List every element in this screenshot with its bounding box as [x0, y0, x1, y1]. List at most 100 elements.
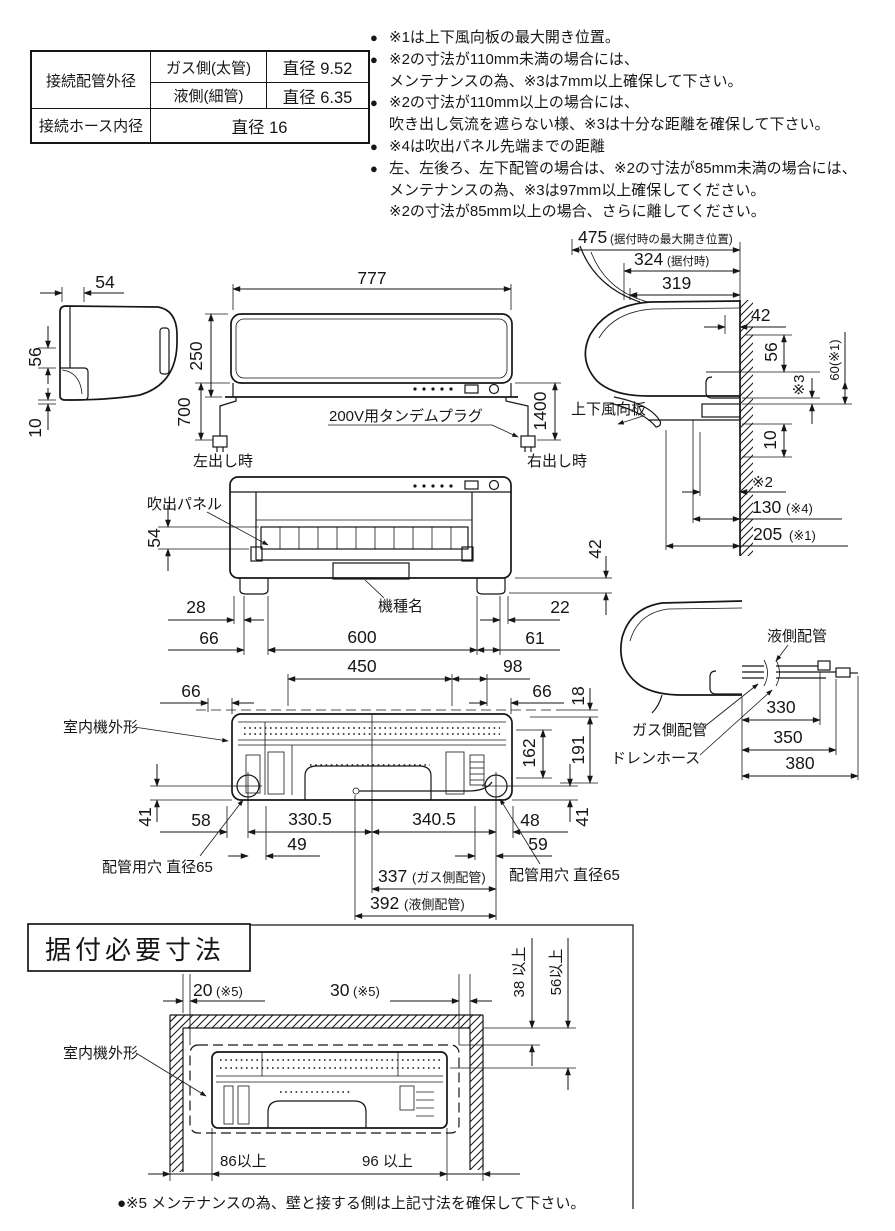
- note-line: ● ※2の寸法が110mm以上の場合には、: [370, 92, 857, 114]
- dim-30-note: (※5): [353, 984, 380, 999]
- note-line: 吹き出し気流を遮らない様、※3は十分な距離を確保して下さい。: [370, 114, 857, 136]
- dim-162: 162: [519, 738, 539, 767]
- label-vane: 上下風向板: [571, 400, 646, 418]
- install-note: ●※5 メンテナンスの為、壁と接する側は上記寸法を確保して下さい。: [117, 1195, 585, 1212]
- dim-205-note: (※1): [789, 528, 816, 543]
- cord-right: [505, 397, 529, 436]
- dim-324-note: (据付時): [667, 254, 709, 268]
- dim-96min: 96 以上: [362, 1153, 413, 1170]
- note-line: ●※4は吹出パネル先端までの距離: [370, 136, 857, 158]
- dim-42: 42: [585, 539, 605, 558]
- note-text: ※2の寸法が85mm以上の場合、さらに離してください。: [389, 203, 766, 221]
- spec-liquid-value: 直径 6.35: [266, 82, 368, 108]
- pipe-fitting: [817, 660, 831, 671]
- label-gas-pipe: ガス側配管: [632, 722, 707, 739]
- dim-324: 324: [634, 249, 663, 269]
- dims-plan: 450 98 66 66 18: [102, 656, 620, 920]
- label-pipe-hole-left: 配管用穴 直径65: [102, 859, 213, 876]
- view-piping: 液側配管 ガス側配管 ドレンホース 330 350 380: [611, 600, 859, 780]
- dim-98: 98: [503, 656, 522, 676]
- dim-337: 337: [378, 866, 407, 886]
- drain-fitting: [352, 787, 360, 795]
- dim-38min: 38 以上: [511, 947, 528, 998]
- dim-700: 700: [174, 397, 194, 426]
- label-model-name: 機種名: [378, 598, 423, 615]
- power-icon: [488, 383, 500, 395]
- pipes: [742, 659, 858, 687]
- dim-475: 475: [578, 227, 607, 247]
- dim-56min: 56以上: [548, 949, 565, 996]
- wall-hook: [60, 367, 89, 401]
- wall-hatch: [740, 300, 753, 556]
- note-text: 左、左後ろ、左下配管の場合は、※2の寸法が85mm未満の場合には、: [389, 159, 857, 177]
- dim-54: 54: [95, 272, 115, 292]
- note-text: ※4は吹出パネル先端までの距離: [389, 137, 605, 155]
- view-plan: 室内機外形 450 98 66 66: [63, 656, 620, 920]
- dim-note2: ※2: [752, 474, 773, 491]
- notes-list: ● ※1は上下風向板の最大開き位置。 ●※2の寸法が110mm未満の場合には、 メ…: [370, 27, 857, 223]
- view-side-left: 54 56 10: [25, 272, 178, 438]
- wall-left-hatch: [170, 1015, 183, 1172]
- dims-front-open: 54 42 28 22: [144, 505, 612, 655]
- ceiling-hatch: [170, 1015, 483, 1028]
- switch-icon: [464, 384, 479, 394]
- unit-piping-outline: [620, 600, 743, 696]
- section-install: 据付必要寸法: [27, 923, 634, 1212]
- note-text: メンテナンスの為、※3は7mm以上確保して下さい。: [389, 72, 743, 90]
- note-line: ●※2の寸法が110mm未満の場合には、: [370, 49, 857, 71]
- dim-86min: 86以上: [220, 1153, 267, 1170]
- dim-54: 54: [144, 528, 164, 548]
- view-side-right: 475 (据付時の最大開き位置) 324 (据付時) 319 42 56: [571, 227, 852, 556]
- bullet-icon: ●: [370, 95, 378, 111]
- dim-22: 22: [550, 597, 569, 617]
- install-title-box: [27, 923, 251, 972]
- bullet-icon: ●: [370, 160, 378, 176]
- dim-10: 10: [25, 418, 45, 438]
- dim-20: 20: [193, 980, 213, 1000]
- indicator-lights: [413, 383, 500, 395]
- spec-hose-label: 接続ホース内径: [32, 108, 150, 142]
- cord-left: [219, 397, 237, 436]
- dim-475-note: (据付時の最大開き位置): [610, 232, 733, 246]
- label-drain-hose: ドレンホース: [611, 750, 700, 767]
- dim-191: 191: [568, 735, 588, 764]
- dim-20-note: (※5): [216, 984, 243, 999]
- unit-install-detail: [216, 1052, 443, 1128]
- note-line: ※2の寸法が85mm以上の場合、さらに離してください。: [370, 201, 857, 223]
- label-liquid-pipe: 液側配管: [767, 628, 827, 645]
- wall-right-hatch: [470, 1028, 483, 1170]
- dim-350: 350: [773, 727, 802, 747]
- dim-66-left: 66: [181, 681, 200, 701]
- note-text: ※1は上下風向板の最大開き位置。: [389, 29, 620, 46]
- spec-table: 接続配管外径 ガス側(太管) 直径 9.52 液側(細管) 直径 6.35 接続…: [30, 50, 370, 144]
- note-line: メンテナンスの為、※3は7mm以上確保して下さい。: [370, 71, 857, 93]
- open-flap-arc: [579, 245, 641, 303]
- note-line: ● ※1は上下風向板の最大開き位置。: [370, 27, 857, 49]
- spec-liquid-label: 液側(細管): [150, 82, 266, 108]
- dim-30: 30: [330, 980, 350, 1000]
- indicator-lights: [413, 479, 500, 491]
- note-text: メンテナンスの為、※3は97mm以上確保してください。: [389, 181, 766, 199]
- louver-slats: [260, 526, 469, 550]
- dim-59: 59: [528, 834, 547, 854]
- bullet-icon: ●: [370, 30, 378, 45]
- dim-450: 450: [347, 656, 376, 676]
- label-blowout-panel: 吹出パネル: [147, 496, 222, 513]
- unit-install-outline: [211, 1051, 448, 1129]
- dim-337-note: (ガス側配管): [412, 870, 486, 885]
- dim-380: 380: [785, 753, 814, 773]
- dim-41-right: 41: [572, 807, 592, 826]
- note-line: ● 左、左後ろ、左下配管の場合は、※2の寸法が85mm未満の場合には、: [370, 158, 857, 180]
- switch-icon: [464, 480, 479, 490]
- plug-right: [520, 435, 536, 448]
- label-left-outlet: 左出し時: [193, 453, 253, 470]
- blowout-panel-section: [701, 403, 741, 418]
- dim-48: 48: [520, 810, 539, 830]
- spec-hose-value: 直径 16: [150, 108, 368, 142]
- dim-49: 49: [287, 834, 306, 854]
- dim-28: 28: [186, 597, 205, 617]
- label-plug: 200V用タンデムプラグ: [329, 407, 483, 425]
- note-text: ※2の寸法が110mm以上の場合には、: [389, 94, 639, 112]
